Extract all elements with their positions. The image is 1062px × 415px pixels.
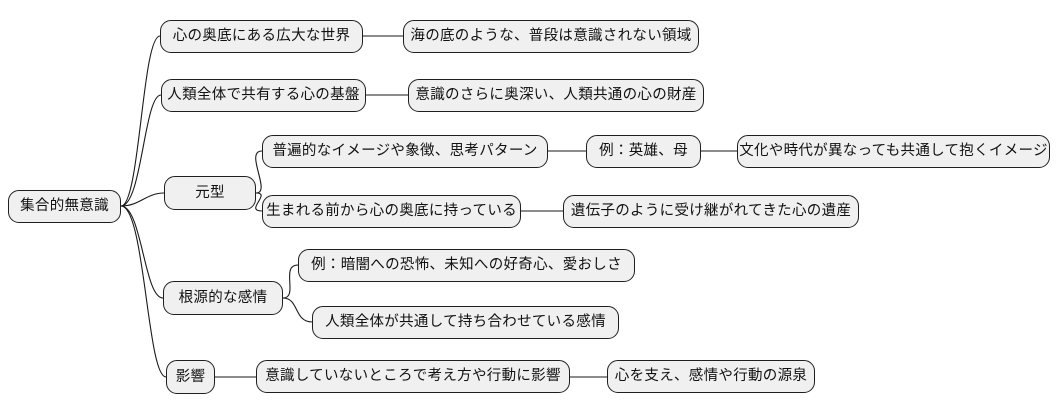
edge-root-to-b2 [120,94,162,207]
node-b3c1a-label: 例：英雄、母 [599,143,688,160]
node-b5c1[interactable]: 意識していないところで考え方や行動に影響 [256,360,570,393]
node-b4c1[interactable]: 例：暗闇への恐怖、未知への好奇心、愛おしさ [298,249,635,282]
node-b4[interactable]: 根源的な感情 [163,281,283,315]
node-b1-label: 心の奥底にある広大な世界 [172,28,351,45]
node-b2c1-label: 意識のさらに奥深い、人類共通の心の財産 [415,87,697,104]
edge-b4-to-b4c2 [282,297,313,323]
node-b2-label: 人類全体で共有する心の基盤 [167,87,360,104]
node-b1c1[interactable]: 海の底のような、普段は意識されない領域 [403,20,699,53]
node-b3c1a1[interactable]: 文化や時代が異なっても共通して抱くイメージ [737,135,1050,168]
node-b1[interactable]: 心の奥底にある広大な世界 [160,20,363,53]
node-b4c1-label: 例：暗闇への恐怖、未知への好奇心、愛おしさ [311,257,622,274]
node-b3c1[interactable]: 普遍的なイメージや象徴、思考パターン [262,135,548,168]
node-b4c2-label: 人類全体が共通して持ち合わせている感情 [325,314,606,331]
node-b4c2[interactable]: 人類全体が共通して持ち合わせている感情 [312,306,619,339]
node-b3c1a[interactable]: 例：英雄、母 [586,135,701,168]
node-b3[interactable]: 元型 [164,176,256,210]
edge-root-to-b4 [120,205,164,299]
node-b2c1[interactable]: 意識のさらに奥深い、人類共通の心の財産 [408,79,704,112]
node-b5-label: 影響 [175,368,206,385]
node-b3c2a-label: 遺伝子のように受け継がれてきた心の遺産 [570,203,852,220]
node-b4-label: 根源的な感情 [178,289,268,306]
edge-b4-to-b4c1 [282,264,299,299]
node-b5c1-label: 意識していないところで考え方や行動に影響 [265,368,561,385]
node-b3c2[interactable]: 生まれる前から心の奥底に持っている [262,195,521,228]
node-root[interactable]: 集合的無意識 [8,190,121,223]
node-b3c2-label: 生まれる前から心の奥底に持っている [266,203,517,220]
node-b3c2a[interactable]: 遺伝子のように受け継がれてきた心の遺産 [563,195,859,228]
node-b5[interactable]: 影響 [166,360,215,394]
edge-root-to-b3 [120,192,165,207]
node-b5c1a[interactable]: 心を支え、感情や行動の源泉 [607,360,815,393]
node-b2[interactable]: 人類全体で共有する心の基盤 [161,79,366,112]
node-b3c1a1-label: 文化や時代が異なっても共通して抱くイメージ [739,143,1048,160]
node-b5c1a-label: 心を支え、感情や行動の源泉 [614,368,808,385]
edge-root-to-b5 [120,205,167,378]
node-b1c1-label: 海の底のような、普段は意識されない領域 [410,28,692,45]
node-root-label: 集合的無意識 [20,198,109,215]
edge-root-to-b1 [120,35,161,207]
node-b3c1-label: 普遍的なイメージや象徴、思考パターン [272,143,538,160]
node-b3-label: 元型 [195,184,225,201]
